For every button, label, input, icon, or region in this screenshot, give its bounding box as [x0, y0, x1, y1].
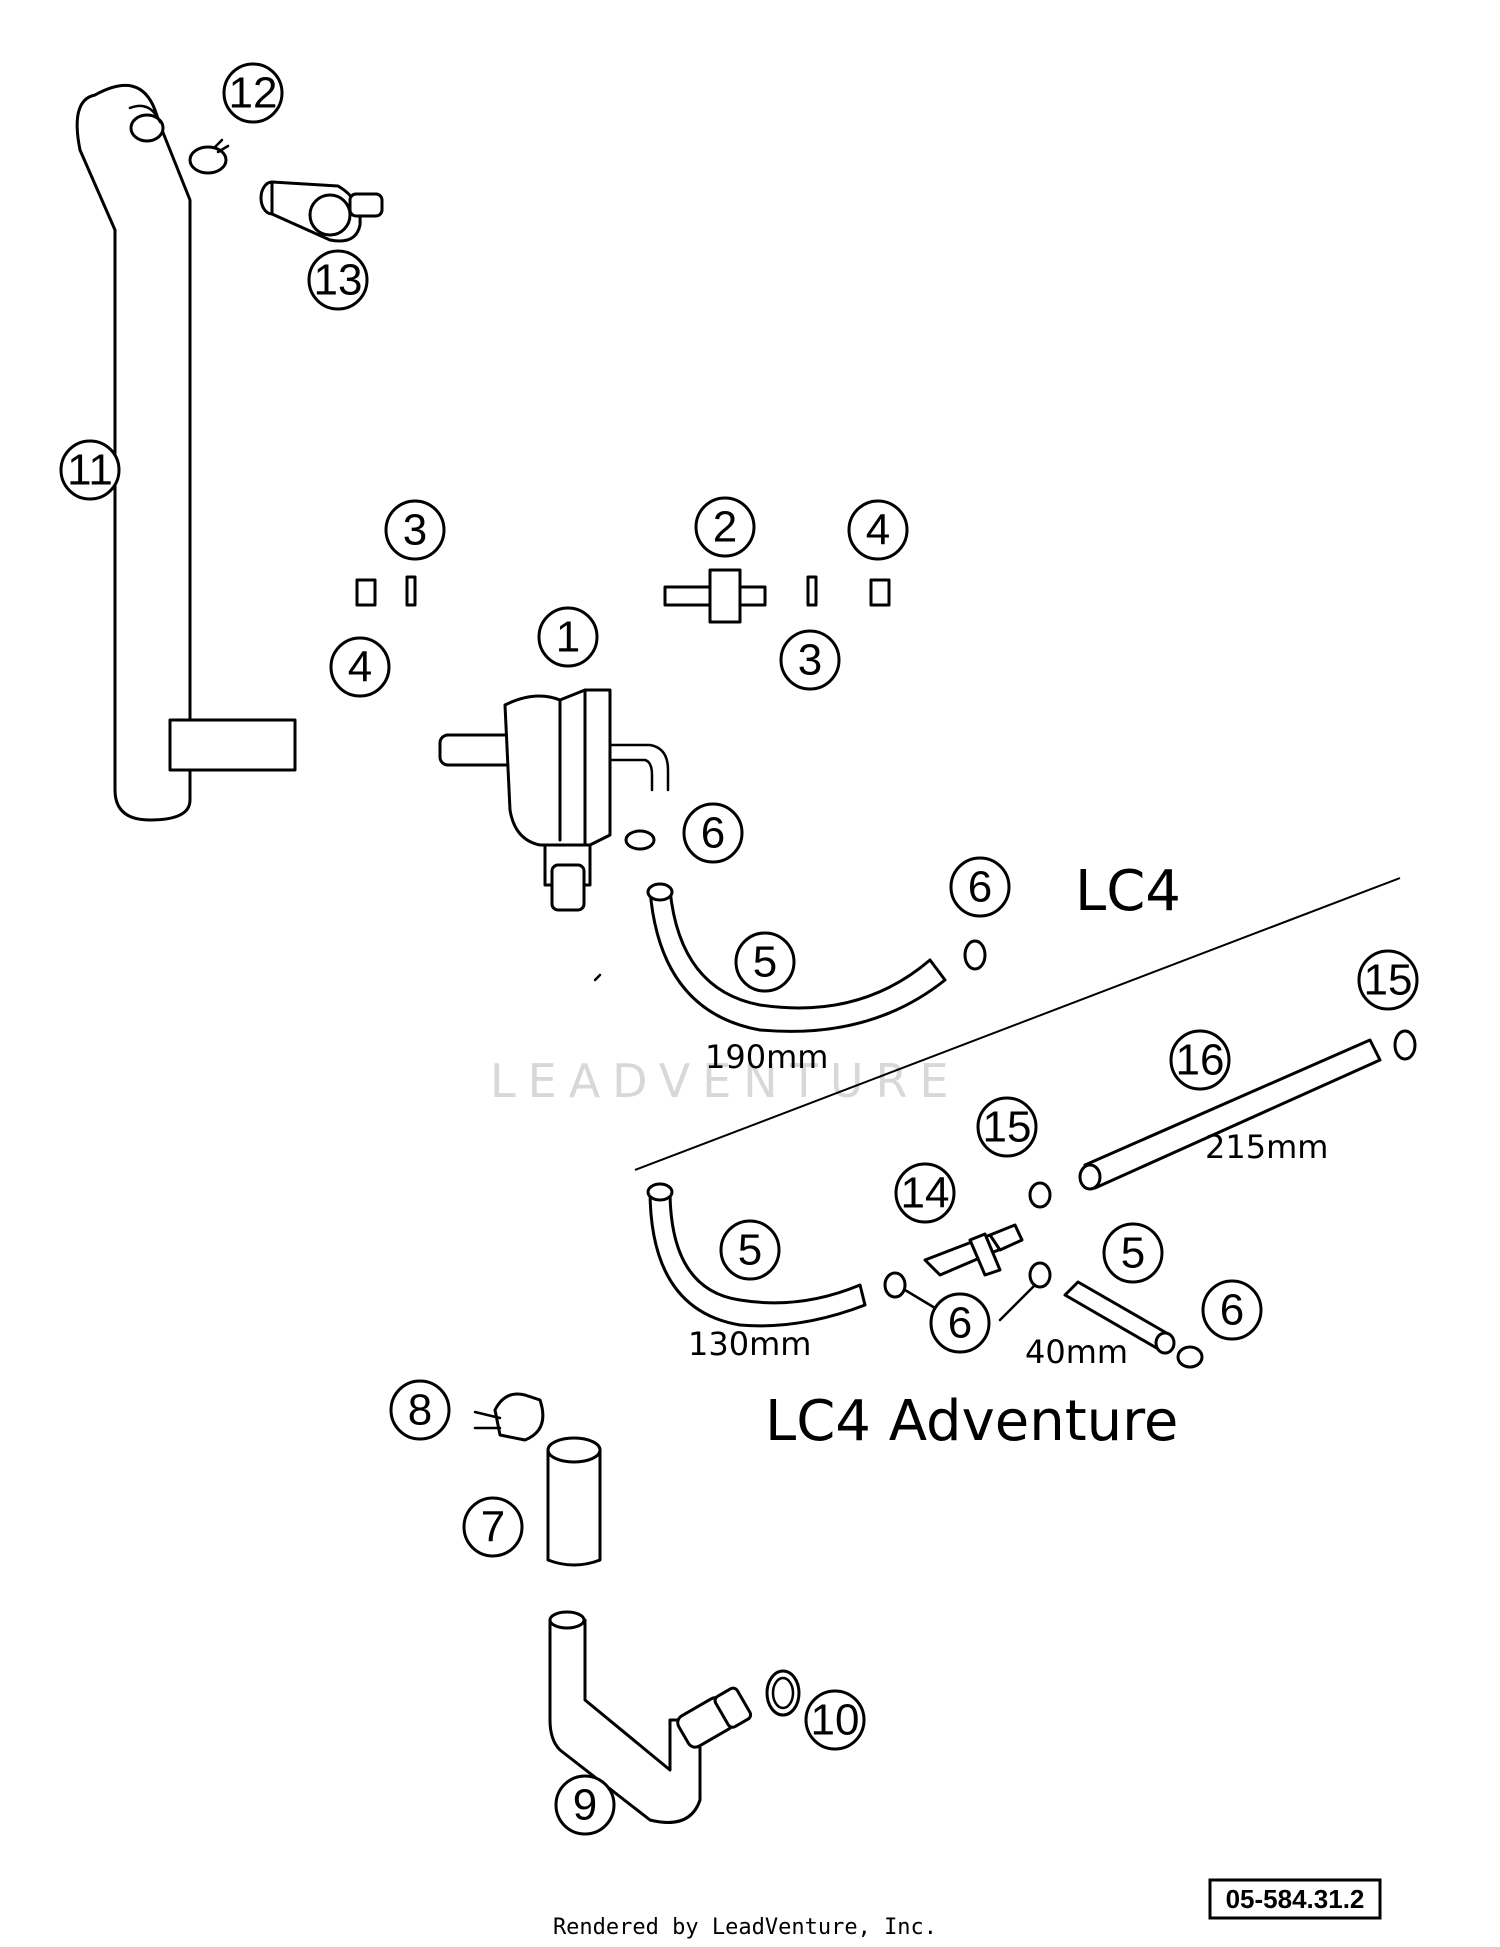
callout-5-adv-left: 5	[719, 1219, 781, 1281]
svg-text:6: 6	[1220, 1286, 1244, 1335]
callout-3-top: 3	[384, 499, 446, 561]
callout-13: 13	[307, 249, 369, 311]
callout-7: 7	[462, 1496, 524, 1558]
svg-text:3: 3	[798, 636, 822, 685]
part-6-clamp-d	[1028, 1261, 1052, 1289]
part-8-clamp	[473, 1392, 545, 1442]
part-14-tee	[923, 1223, 1024, 1277]
callout-10: 10	[804, 1689, 866, 1751]
part-6-clamp-b	[963, 939, 987, 971]
svg-text:1: 1	[556, 613, 580, 662]
dimension-130mm: 130mm	[688, 1325, 811, 1363]
svg-text:05-584.31.2: 05-584.31.2	[1226, 1884, 1365, 1914]
callout-5-adv-right: 5	[1102, 1222, 1164, 1284]
svg-text:7: 7	[481, 1503, 505, 1552]
callout-6-lc4-end: 6	[949, 856, 1011, 918]
callout-2: 2	[694, 496, 756, 558]
part-16-hose	[1078, 1038, 1382, 1191]
callout-6-valve: 6	[682, 802, 744, 864]
part-1-valve	[438, 688, 670, 912]
svg-text:10: 10	[811, 1696, 860, 1745]
svg-text:15: 15	[1364, 956, 1413, 1005]
part-6-clamp-e	[1176, 1345, 1204, 1369]
part-7-sleeve	[546, 1436, 602, 1567]
callout-15-right: 15	[1357, 949, 1419, 1011]
svg-text:6: 6	[948, 1299, 972, 1348]
svg-text:12: 12	[229, 69, 278, 118]
svg-text:5: 5	[753, 938, 777, 987]
part-6-clamp-c	[883, 1271, 907, 1299]
part-11-hose	[75, 83, 297, 822]
part-2-stud	[663, 568, 767, 624]
svg-text:16: 16	[1176, 1036, 1225, 1085]
callout-5-lc4: 5	[734, 931, 796, 993]
callout-4-right: 4	[847, 499, 909, 561]
callout-3-bottom: 3	[779, 629, 841, 691]
part-4-nut-left	[355, 578, 377, 607]
section-divider	[634, 877, 1401, 1171]
svg-text:6: 6	[968, 863, 992, 912]
part-10-oring	[765, 1669, 801, 1717]
svg-text:2: 2	[713, 503, 737, 552]
part-6-clamp-a	[624, 829, 656, 851]
part-3-washer-left	[405, 575, 417, 607]
svg-text:13: 13	[314, 256, 363, 305]
dimension-40mm: 40mm	[1025, 1333, 1128, 1371]
part-12-clamp	[188, 138, 230, 175]
part-5-hose-short	[1063, 1280, 1176, 1355]
svg-text:9: 9	[573, 1781, 597, 1830]
part-15-clamp-b	[1028, 1181, 1052, 1209]
svg-text:5: 5	[738, 1226, 762, 1275]
callout-6-adv-end: 6	[1201, 1279, 1263, 1341]
callout-11: 11	[59, 439, 121, 501]
dimension-190mm: 190mm	[705, 1038, 828, 1076]
part-9-pipe	[548, 1610, 753, 1824]
callout-14: 14	[894, 1162, 956, 1224]
callout-9: 9	[554, 1774, 616, 1836]
section-label-adventure: LC4 Adventure	[765, 1389, 1178, 1454]
svg-text:6: 6	[701, 809, 725, 858]
callout-6-adv-mid: 6	[929, 1292, 991, 1354]
watermark-text: LEADVENTURE	[490, 1054, 961, 1108]
section-label-lc4: LC4	[1075, 859, 1181, 924]
callout-16: 16	[1169, 1029, 1231, 1091]
svg-text:14: 14	[901, 1169, 950, 1218]
part-3-washer-right	[806, 575, 818, 607]
svg-text:8: 8	[408, 1386, 432, 1435]
svg-text:3: 3	[403, 506, 427, 555]
callout-4-left: 4	[329, 636, 391, 698]
callout-12: 12	[222, 62, 284, 124]
part-5-hose-long	[646, 1182, 867, 1328]
part-15-clamp-a	[1393, 1029, 1417, 1061]
callout-15-mid: 15	[976, 1096, 1038, 1158]
footer-credit: Rendered by LeadVenture, Inc.	[553, 1915, 937, 1940]
part-13-elbow	[259, 180, 384, 243]
callout-1: 1	[537, 606, 599, 668]
dimension-215mm: 215mm	[1205, 1128, 1328, 1166]
svg-text:4: 4	[348, 643, 372, 692]
part-5-hose-lc4	[646, 882, 947, 1033]
svg-text:11: 11	[67, 446, 113, 495]
svg-text:4: 4	[866, 506, 890, 555]
svg-text:15: 15	[983, 1103, 1032, 1152]
svg-text:5: 5	[1121, 1229, 1145, 1278]
reference-number: 05-584.31.2	[1208, 1878, 1382, 1920]
callout-8: 8	[389, 1379, 451, 1441]
part-4-nut-right	[869, 578, 891, 607]
